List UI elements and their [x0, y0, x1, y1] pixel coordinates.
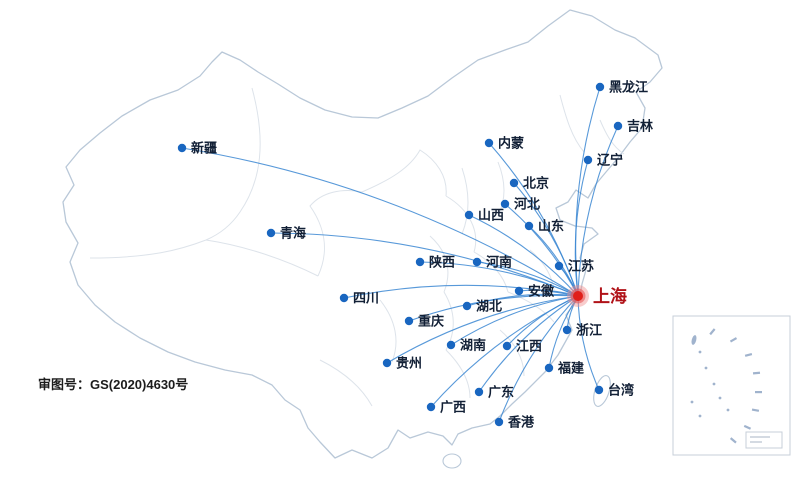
china-outline — [62, 9, 663, 469]
south-china-sea-inset — [672, 315, 791, 456]
shanghai-label: 上海 — [593, 286, 627, 306]
flight-line — [513, 182, 579, 297]
inset-scale-box — [745, 431, 783, 449]
province-label: 湖北 — [476, 299, 502, 314]
province-dot — [595, 82, 605, 92]
province-label: 辽宁 — [597, 153, 623, 168]
province-dot — [426, 402, 436, 412]
province-label: 河南 — [486, 255, 512, 270]
flight-line — [343, 284, 579, 299]
province-dot — [474, 387, 484, 397]
province-label: 浙江 — [576, 323, 602, 338]
province-label: 山东 — [538, 219, 564, 234]
province-dot — [464, 210, 474, 220]
flight-line — [504, 203, 579, 297]
province-dot — [554, 261, 564, 271]
flight-line — [386, 295, 579, 364]
province-dot — [500, 199, 510, 209]
province-dot — [177, 143, 187, 153]
flight-line — [476, 261, 579, 297]
shanghai-marker: 上海 — [567, 285, 627, 307]
flight-line — [478, 295, 579, 393]
province-label: 河北 — [514, 197, 540, 212]
shanghai-dot — [573, 291, 583, 301]
province-dot — [415, 257, 425, 267]
province-dot — [562, 325, 572, 335]
province-label: 陕西 — [429, 255, 455, 270]
province-label: 重庆 — [418, 314, 444, 329]
province-label: 广西 — [440, 400, 466, 415]
flight-line — [408, 294, 579, 322]
province-dot — [583, 155, 593, 165]
province-dots — [177, 82, 623, 427]
flight-line — [498, 295, 579, 423]
province-label: 湖南 — [460, 338, 486, 353]
province-borders — [89, 87, 625, 407]
province-dot — [524, 221, 534, 231]
province-label: 黑龙江 — [609, 80, 648, 95]
province-label: 青海 — [280, 226, 306, 241]
flight-line — [450, 295, 579, 346]
flight-line — [419, 261, 579, 297]
mainland-border — [62, 9, 663, 459]
hainan-island — [442, 453, 462, 469]
flight-line — [466, 293, 579, 307]
province-dot — [484, 138, 494, 148]
province-label: 山西 — [478, 208, 504, 223]
province-label: 香港 — [507, 415, 535, 430]
flight-line — [574, 159, 589, 297]
province-label: 贵州 — [396, 356, 422, 371]
province-label: 江西 — [516, 339, 542, 354]
province-dot — [462, 301, 472, 311]
province-dot — [472, 257, 482, 267]
map-license-text: 审图号：GS(2020)4630号 — [38, 377, 188, 392]
flight-line — [468, 214, 579, 297]
province-dot — [544, 363, 554, 373]
province-dot — [382, 358, 392, 368]
province-label: 福建 — [557, 361, 584, 376]
province-dot — [502, 341, 512, 351]
flight-line — [577, 125, 619, 297]
province-dot — [404, 316, 414, 326]
province-dot — [266, 228, 276, 238]
province-label: 安徽 — [528, 284, 555, 299]
province-label: 台湾 — [608, 383, 634, 398]
province-dot — [494, 417, 504, 427]
province-label: 广东 — [488, 385, 514, 400]
flight-line — [577, 295, 600, 391]
province-dot — [339, 293, 349, 303]
province-label: 江苏 — [568, 259, 594, 274]
flight-line — [181, 147, 579, 297]
province-dot — [613, 121, 623, 131]
province-label: 新疆 — [191, 141, 217, 156]
province-label: 北京 — [523, 176, 549, 191]
province-dot — [594, 385, 604, 395]
province-label: 四川 — [353, 291, 379, 306]
province-label: 吉林 — [627, 119, 653, 134]
province-dot — [446, 340, 456, 350]
flight-line — [430, 295, 579, 408]
province-dot — [514, 286, 524, 296]
province-dot — [509, 178, 519, 188]
province-label: 内蒙 — [498, 136, 524, 151]
inset-islands — [690, 328, 762, 444]
